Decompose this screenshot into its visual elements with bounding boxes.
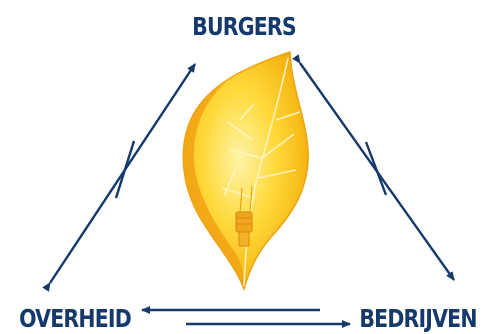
leaf-lightbulb-icon [183, 52, 308, 289]
node-label-burgers: BURGERS [162, 12, 326, 42]
arrow-bedrijven-burgers-short [366, 142, 386, 195]
node-label-bedrijven: BEDRIJVEN [352, 304, 483, 334]
node-label-overheid: OVERHEID [14, 304, 137, 334]
arrow-burgers-overheid-short [116, 141, 134, 198]
